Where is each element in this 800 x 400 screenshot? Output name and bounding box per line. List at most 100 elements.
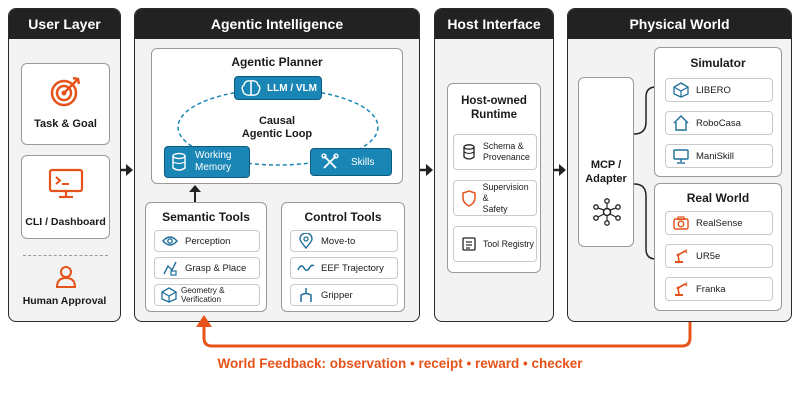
tool-geometry-verification-label: Geometry & Verification (180, 286, 225, 304)
real-ur5e-label: UR5e (696, 250, 721, 262)
host-interface-panel: Host Interface Host-owned Runtime Schema… (434, 8, 554, 322)
mcp-adapter-label: MCP / Adapter (579, 158, 633, 186)
causal-loop-label: Causal Agentic Loop (152, 115, 402, 141)
tool-grasp-place[interactable]: Grasp & Place (154, 257, 260, 279)
mcp-adapter-box[interactable]: MCP / Adapter (578, 77, 634, 247)
agentic-intelligence-panel: Agentic Intelligence Agentic Planner LLM… (134, 8, 420, 322)
sim-maniskill-label: ManiSkill (696, 150, 735, 162)
world-feedback-label: World Feedback: observation • receipt • … (217, 356, 583, 371)
tool-gripper[interactable]: Gripper (290, 284, 398, 306)
grasp-icon (163, 261, 177, 276)
simulator-box: Simulator LIBERO RoboCasa ManiSkill (654, 47, 782, 177)
tool-perception[interactable]: Perception (154, 230, 260, 252)
real-world-title: Real World (686, 191, 750, 205)
network-hub-icon (593, 198, 621, 226)
sim-libero[interactable]: LIBERO (665, 78, 773, 102)
tool-grasp-place-label: Grasp & Place (185, 262, 247, 274)
working-memory-line2: Memory (195, 162, 232, 173)
trajectory-icon (297, 264, 315, 271)
working-memory-label: Working Memory (195, 150, 232, 174)
skills-node[interactable]: Skills (310, 148, 392, 176)
robot-arm-icon (675, 249, 688, 263)
host-runtime-line1: Host-owned (461, 95, 527, 107)
target-icon (50, 76, 81, 107)
shield-icon (462, 189, 476, 207)
gripper-icon (300, 288, 312, 302)
supervision-safety-item[interactable]: Supervision & Safety (453, 180, 537, 216)
cli-dashboard-card[interactable]: CLI / Dashboard (21, 155, 110, 239)
arrow-agentic-to-host (420, 164, 433, 176)
tool-registry-label: Tool Registry (483, 239, 534, 249)
human-approval-label: Human Approval (22, 295, 107, 307)
tool-eef-trajectory[interactable]: EEF Trajectory (290, 257, 398, 279)
tool-move-to-label: Move-to (321, 235, 356, 247)
brain-icon (241, 80, 261, 96)
eye-icon (162, 236, 178, 246)
camera-icon (673, 216, 689, 230)
physical-world-title: Physical World (568, 9, 791, 39)
working-memory-node[interactable]: Working Memory (164, 146, 250, 178)
physical-world-panel: Physical World MCP / Adapter Simulat (567, 8, 792, 322)
real-franka-label: Franka (696, 283, 726, 295)
location-pin-icon (299, 233, 313, 249)
llm-vlm-node[interactable]: LLM / VLM (234, 76, 322, 100)
database-icon (172, 152, 186, 171)
control-tools-box: Control Tools Move-to EEF Trajectory Gri… (281, 202, 405, 312)
agentic-intelligence-title: Agentic Intelligence (135, 9, 419, 39)
arrow-user-to-agentic (120, 164, 133, 176)
task-goal-label: Task & Goal (34, 118, 97, 130)
agentic-planner-title: Agentic Planner (231, 55, 323, 69)
host-runtime-box: Host-owned Runtime Schema & Provenance S… (447, 83, 541, 273)
supervision-safety-line2: Safety (482, 203, 508, 214)
house-icon (673, 115, 689, 131)
semantic-tools-title: Semantic Tools (162, 210, 250, 224)
real-realsense[interactable]: RealSense (665, 211, 773, 235)
registry-icon (462, 237, 476, 251)
agentic-planner-box: Agentic Planner LLM / VLM Causal Agentic… (151, 48, 403, 184)
agentic-loop-ellipse (177, 88, 379, 166)
schema-provenance-item[interactable]: Schema & Provenance (453, 134, 537, 170)
real-realsense-label: RealSense (696, 217, 743, 229)
working-memory-line1: Working (195, 150, 232, 161)
tool-move-to[interactable]: Move-to (290, 230, 398, 252)
tool-perception-label: Perception (185, 235, 231, 247)
host-interface-title: Host Interface (435, 9, 553, 39)
task-goal-card[interactable]: Task & Goal (21, 63, 110, 145)
sim-robocasa-label: RoboCasa (696, 117, 741, 129)
mcp-adapter-line1: MCP / (590, 159, 622, 171)
person-icon (55, 266, 77, 288)
simulator-title: Simulator (690, 56, 746, 70)
mcp-adapter-line2: Adapter (585, 173, 627, 185)
causal-loop-line1: Causal (258, 115, 296, 127)
real-franka[interactable]: Franka (665, 277, 773, 301)
tools-icon (321, 153, 339, 169)
arrow-host-to-physical (553, 164, 566, 176)
tool-gripper-label: Gripper (321, 289, 353, 301)
user-layer-panel: User Layer Task & Goal CLI / Dashboard H… (8, 8, 121, 322)
skills-label: Skills (351, 156, 375, 168)
tool-eef-trajectory-label: EEF Trajectory (321, 262, 384, 274)
schema-provenance-line2: Provenance (483, 152, 530, 162)
causal-loop-line2: Agentic Loop (241, 128, 313, 140)
adapter-connectors (634, 86, 657, 260)
cube-icon (161, 287, 177, 303)
tool-geometry-verification[interactable]: Geometry & Verification (154, 284, 260, 306)
monitor-terminal-icon (48, 168, 84, 199)
robot-arm-icon (675, 282, 688, 296)
cli-dashboard-label: CLI / Dashboard (25, 216, 106, 228)
host-runtime-title: Host-owned Runtime (448, 94, 540, 122)
real-ur5e[interactable]: UR5e (665, 244, 773, 268)
llm-vlm-label: LLM / VLM (267, 82, 317, 94)
database-icon (463, 144, 475, 160)
monitor-icon (673, 148, 689, 164)
cube-icon (673, 82, 689, 98)
arrow-tools-to-planner (189, 185, 201, 204)
sim-robocasa[interactable]: RoboCasa (665, 111, 773, 135)
real-world-box: Real World RealSense UR5e Franka (654, 183, 782, 311)
divider-dashed (23, 255, 108, 256)
sim-maniskill[interactable]: ManiSkill (665, 144, 773, 168)
semantic-tools-box: Semantic Tools Perception Grasp & Place … (145, 202, 267, 312)
tool-registry-item[interactable]: Tool Registry (453, 226, 537, 262)
supervision-safety-line1: Supervision & (482, 181, 529, 203)
user-layer-title: User Layer (9, 9, 120, 39)
